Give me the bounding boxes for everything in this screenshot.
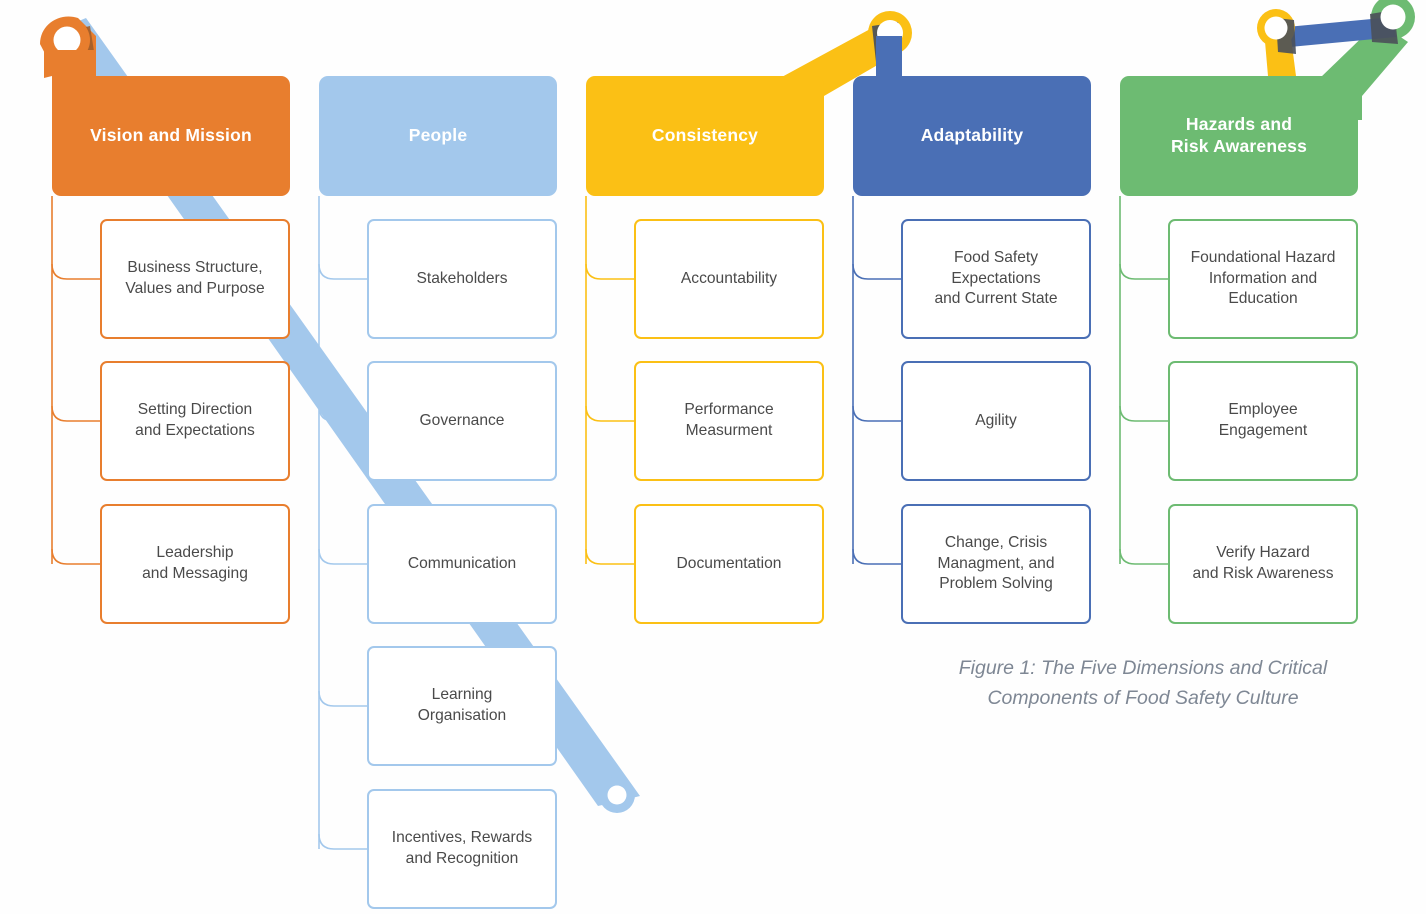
header-label: Adaptability <box>920 125 1024 146</box>
connector-group-vision-and-mission <box>51 196 100 565</box>
figure-caption: Figure 1: The Five Dimensions and Critic… <box>958 657 1328 710</box>
header-consistency[interactable]: Consistency <box>586 76 824 196</box>
header-label: Vision and Mission <box>90 125 252 146</box>
header-people[interactable]: People <box>319 76 557 196</box>
yellow-small-pin <box>1257 9 1296 76</box>
node-label: Agility <box>975 411 1017 429</box>
connector-group-adaptability <box>852 196 901 565</box>
header-label: People <box>408 125 468 146</box>
node-label: Governance <box>419 411 505 429</box>
header-adaptability[interactable]: Adaptability <box>853 76 1091 196</box>
node-communication[interactable]: Communication <box>367 504 557 624</box>
connector-group-consistency <box>585 196 634 565</box>
node-accountability[interactable]: Accountability <box>634 219 824 339</box>
node-label: Documentation <box>676 554 782 572</box>
header-vision-and-mission[interactable]: Vision and Mission <box>52 76 290 196</box>
header-label: Consistency <box>651 125 759 146</box>
connector-group-people <box>318 196 367 850</box>
node-agility[interactable]: Agility <box>901 361 1091 481</box>
node-label: Business Structure,Values and Purpose <box>125 259 265 297</box>
node-governance[interactable]: Governance <box>367 361 557 481</box>
blue-connector-ribbon <box>1276 4 1406 48</box>
node-label: Communication <box>407 554 517 572</box>
node-stakeholders[interactable]: Stakeholders <box>367 219 557 339</box>
node-label: Stakeholders <box>416 269 508 287</box>
node-documentation[interactable]: Documentation <box>634 504 824 624</box>
node-label: Accountability <box>680 269 778 287</box>
connector-group-hazards-and-risk-awareness <box>1119 196 1168 565</box>
node-business-structure[interactable]: Business Structure,Values and Purpose <box>100 219 290 339</box>
